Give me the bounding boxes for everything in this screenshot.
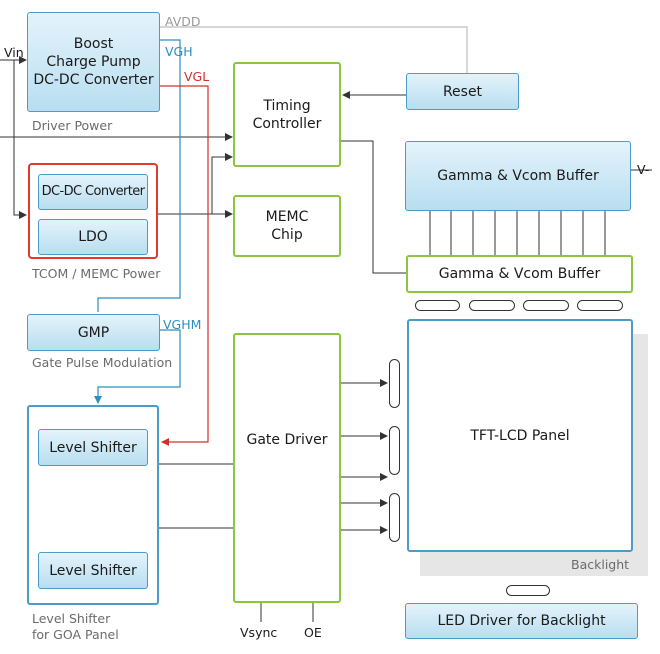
vsync-label: Vsync [240, 625, 278, 640]
avdd-label: AVDD [165, 14, 201, 29]
level-shifter-1-label: Level Shifter [49, 439, 137, 456]
tft-lcd-panel-label: TFT-LCD Panel [470, 427, 570, 444]
reset-block: Reset [406, 73, 519, 110]
gamma-vcom-buffer-bottom: Gamma & Vcom Buffer [406, 255, 633, 293]
led-driver-block: LED Driver for Backlight [405, 603, 638, 639]
vgl-wire [160, 85, 209, 446]
gmp-label: GMP [77, 324, 110, 341]
tcom-to-timing [211, 153, 233, 214]
vgh-label: VGH [165, 44, 193, 59]
gamma-bus [429, 211, 606, 255]
tcom-memc-power-label: TCOM / MEMC Power [32, 266, 161, 281]
vghm-wire [94, 329, 181, 404]
source-connector-1 [415, 300, 460, 311]
level-shifter-goa-label: Level Shifter for GOA Panel [32, 611, 119, 642]
level-shifter-block-2: Level Shifter [38, 552, 148, 589]
gate-connector-3 [389, 493, 400, 542]
driver-power-label: Driver Power [32, 118, 113, 133]
gate-connector-1 [389, 359, 400, 408]
dcdc-converter-label: DC-DC Converter [41, 184, 145, 199]
gamma-vcom-buffer-top-label: Gamma & Vcom Buffer [437, 168, 599, 184]
vin-label: Vin [4, 45, 24, 60]
timing-controller-label: Timing Controller [252, 97, 322, 132]
vin-to-dcdc [13, 60, 27, 219]
vghm-label: VGHM [163, 317, 202, 332]
oe-label: OE [304, 625, 322, 640]
source-connector-2 [469, 300, 515, 311]
backlight-label: Backlight [571, 557, 630, 572]
boost-converter-label: Boost Charge Pump DC-DC Converter [33, 36, 154, 88]
dcdc-converter-block: DC-DC Converter [38, 174, 148, 210]
memc-chip-label: MEMC Chip [265, 209, 309, 243]
tft-lcd-panel: TFT-LCD Panel [407, 319, 633, 552]
ldo-block: LDO [38, 219, 148, 255]
timing-controller-block: Timing Controller [233, 62, 341, 167]
v-minus-label: V- [637, 162, 650, 177]
ldo-label: LDO [78, 229, 108, 245]
boost-converter-block: Boost Charge Pump DC-DC Converter [27, 12, 160, 112]
level-shifter-block-1: Level Shifter [38, 429, 148, 466]
led-driver-label: LED Driver for Backlight [437, 613, 606, 629]
vgl-label: VGL [184, 69, 210, 84]
vgh-wire [97, 39, 181, 312]
gamma-vcom-buffer-bottom-label: Gamma & Vcom Buffer [438, 266, 601, 282]
gamma-vcom-buffer-top: Gamma & Vcom Buffer [405, 141, 631, 211]
source-connector-4 [577, 300, 623, 311]
gate-connector-2 [389, 426, 400, 475]
gmp-block: GMP [27, 314, 160, 351]
avdd-wire [160, 26, 468, 73]
gate-pulse-modulation-label: Gate Pulse Modulation [32, 355, 173, 370]
source-connector-3 [523, 300, 569, 311]
gate-driver-block: Gate Driver [233, 333, 341, 603]
memc-chip-block: MEMC Chip [233, 195, 341, 257]
gate-driver-label: Gate Driver [246, 432, 328, 448]
backlight-connector [506, 585, 550, 596]
timing-to-gamma [341, 140, 406, 274]
reset-label: Reset [442, 83, 483, 100]
level-shifter-2-label: Level Shifter [49, 562, 137, 579]
